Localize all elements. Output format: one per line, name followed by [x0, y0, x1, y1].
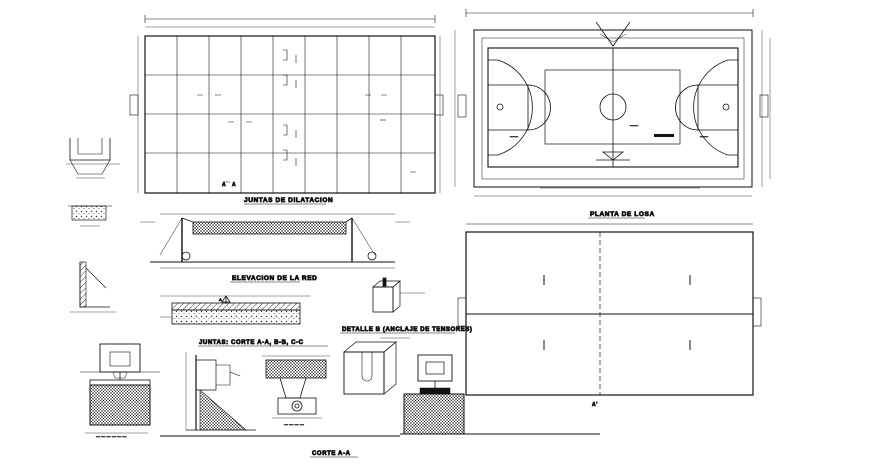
- svg-text:— — — — — —: — — — — — —: [96, 434, 126, 439]
- post-footing: — — — —: [262, 355, 330, 427]
- slab-plan: A': [457, 223, 762, 408]
- corte-aa-title: CORTE A-A: [312, 451, 351, 457]
- svg-text:A: A: [232, 182, 236, 188]
- hoop-front-elevation: — — — — — —: [80, 343, 160, 439]
- anchor-detail: DETALLE B (ANCLAJE DE TENSORES): [340, 277, 473, 333]
- hoop-fence: [400, 354, 600, 435]
- slab-section-label: A': [592, 402, 598, 408]
- net-elevation-title: ELEVACION DE LA RED: [232, 275, 317, 282]
- svg-text:——: ——: [630, 123, 638, 128]
- hoop-side-elevation: [185, 352, 256, 431]
- anchor-block: [343, 337, 410, 395]
- svg-text:A: A: [222, 182, 226, 188]
- court-plan: —— —— —— PLANTA DE LOSA: [454, 9, 771, 218]
- joints-section: A JUNTAS: CORTE A-A, B-B, C-C: [160, 295, 328, 346]
- joints-plan-title: JUNTAS DE DILATACION: [244, 197, 333, 204]
- net-elevation: ELEVACION DE LA RED: [140, 213, 410, 282]
- svg-text:——: ——: [700, 134, 708, 139]
- joints-section-title: JUNTAS: CORTE A-A, B-B, C-C: [199, 340, 304, 346]
- svg-text:— — — —: — — — —: [284, 422, 304, 427]
- joints-section-mark: A: [219, 297, 223, 302]
- joints-plan: A A JUNTAS DE DILATACION: [129, 15, 444, 204]
- left-details: [66, 138, 120, 313]
- svg-text:——: ——: [510, 134, 518, 139]
- court-plan-title: PLANTA DE LOSA: [590, 211, 655, 218]
- anchor-detail-title: DETALLE B (ANCLAJE DE TENSORES): [342, 327, 473, 333]
